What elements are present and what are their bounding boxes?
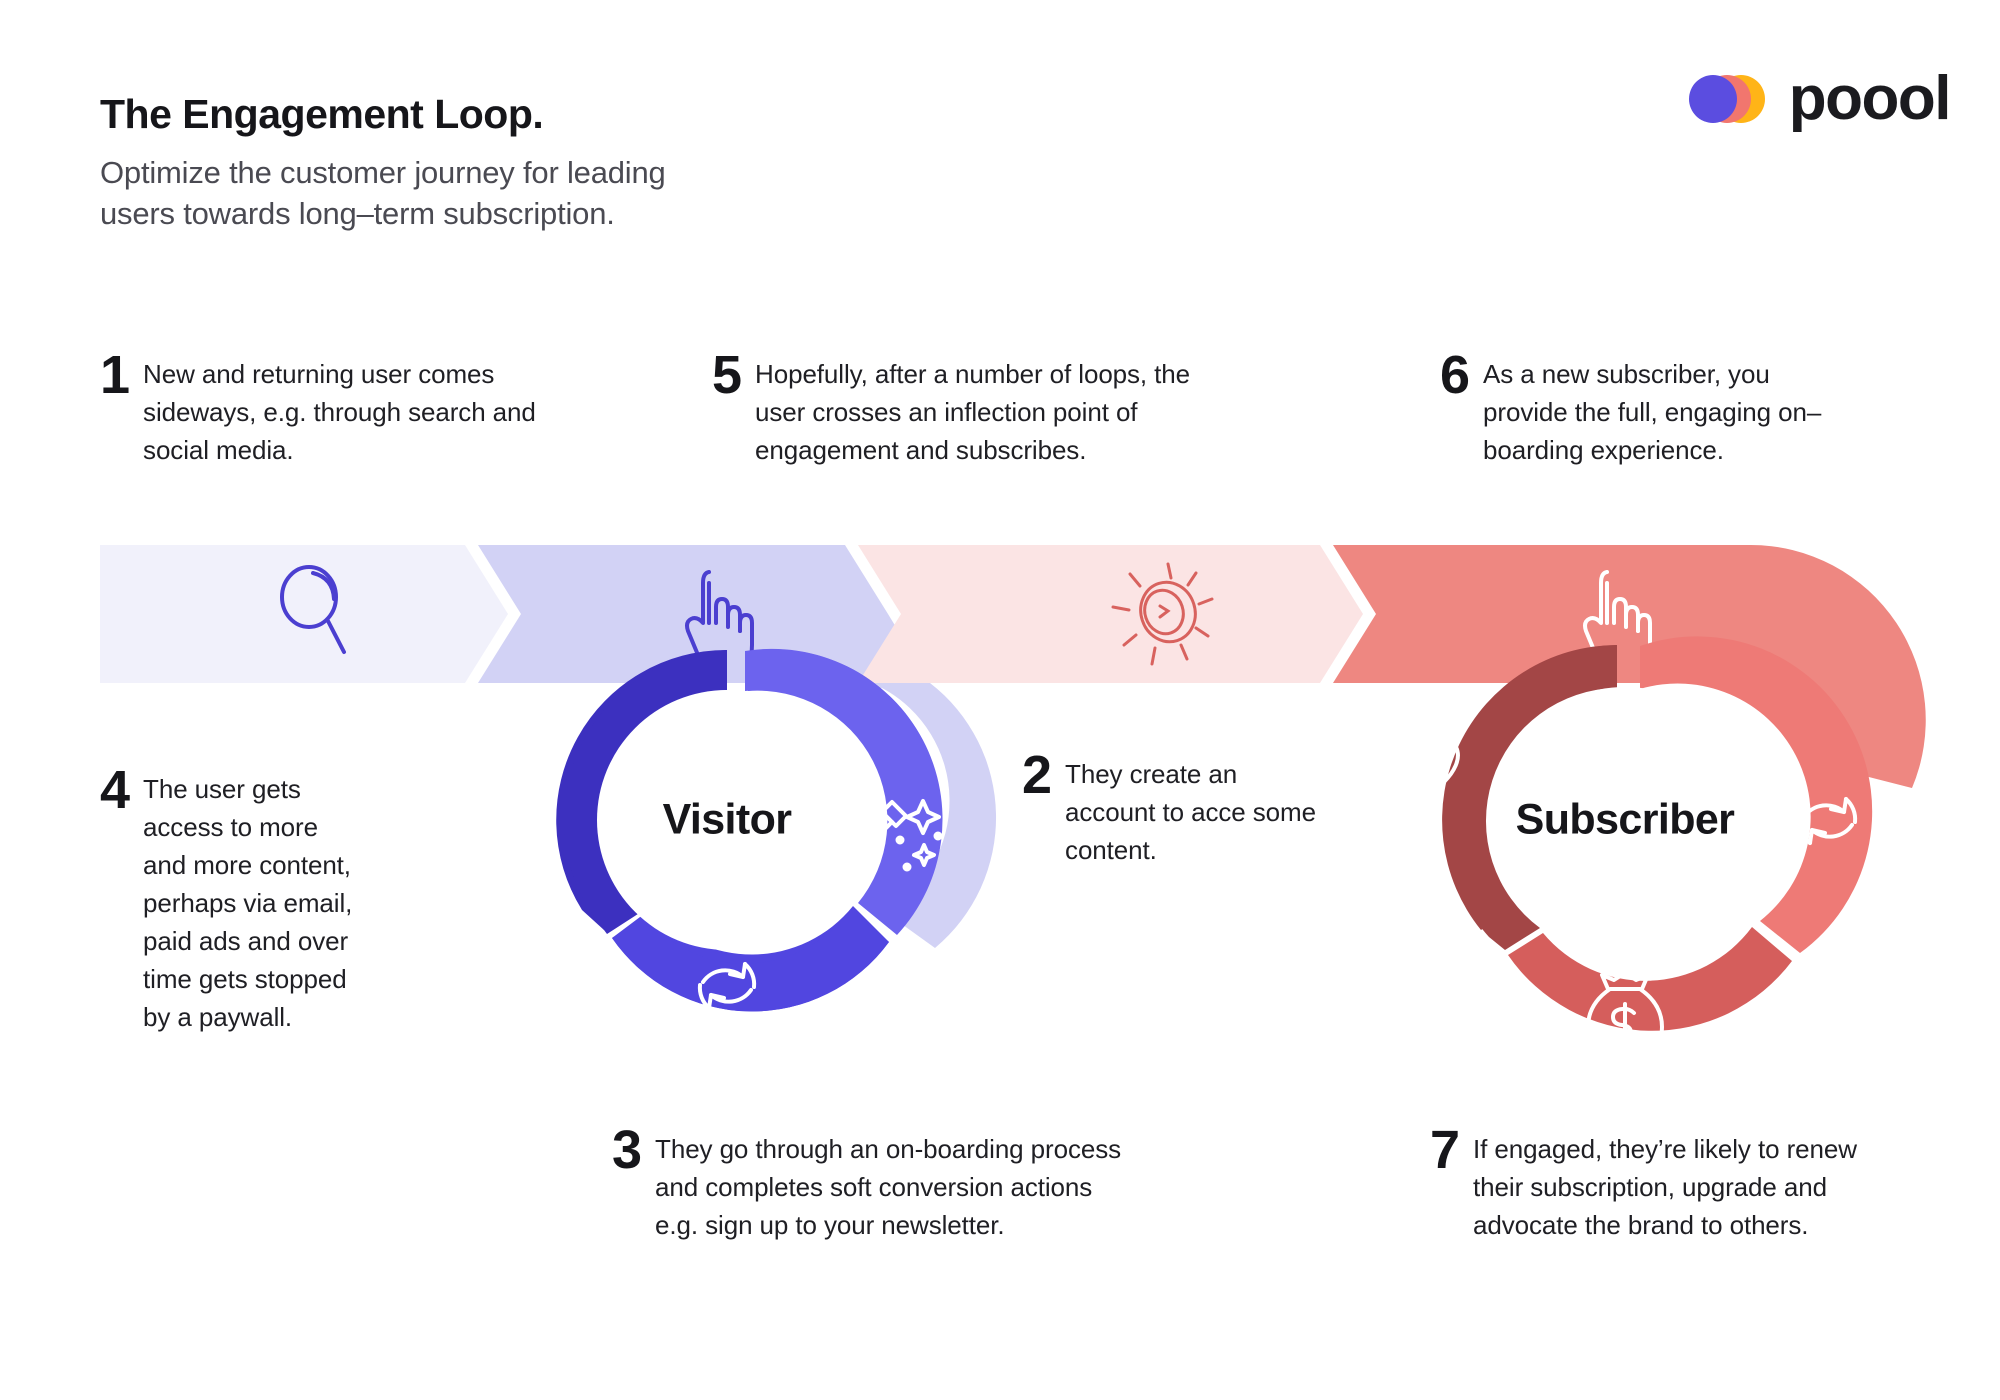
step-7: 7 If engaged, they’re likely to renew th… — [1430, 1120, 1860, 1245]
page-subtitle: Optimize the customer journey for leadin… — [100, 155, 666, 232]
step-1: 1 New and returning user comes sideways,… — [100, 345, 570, 470]
step-3: 3 They go through an on-boarding process… — [612, 1120, 1142, 1245]
shining-coin-icon — [1111, 562, 1214, 666]
step-5: 5 Hopefully, after a number of loops, th… — [712, 345, 1192, 470]
step-number: 1 — [100, 345, 130, 405]
visitor-loop: Visitor — [494, 648, 943, 1012]
band-segment-4 — [1333, 544, 1926, 788]
subscriber-label: Subscriber — [1516, 795, 1736, 843]
step-number: 3 — [612, 1120, 642, 1180]
band-segment-1 — [100, 545, 508, 683]
step-text: New and returning user comes sideways, e… — [143, 359, 536, 465]
step-text: The user gets access to more and more co… — [143, 774, 353, 1032]
step-4: 4 The user gets access to more and more … — [100, 760, 380, 1037]
money-bag-icon — [1586, 971, 1664, 1055]
magic-wand-icon — [847, 799, 943, 872]
step-2: 2 They create an account to acce some co… — [1022, 745, 1352, 870]
logo-dot-blue-icon — [1688, 75, 1737, 123]
magnifier-icon — [280, 565, 346, 654]
heart-icon — [1392, 735, 1460, 802]
step-text: As a new subscriber, you provide the ful… — [1483, 359, 1822, 465]
header: The Engagement Loop. Optimize the custom… — [100, 90, 1000, 235]
step-number: 6 — [1440, 345, 1470, 405]
step-text: They go through an on-boarding process a… — [655, 1134, 1121, 1240]
logo-mark — [1688, 75, 1767, 123]
step-number: 4 — [100, 760, 130, 820]
refresh-icon — [1798, 797, 1858, 845]
subscriber-loop: Subscriber — [1392, 636, 1873, 1055]
key-icon — [494, 725, 562, 799]
step-number: 5 — [712, 345, 742, 405]
logo-wordmark: poool — [1788, 64, 1952, 133]
step-text: If engaged, they’re likely to renew thei… — [1473, 1134, 1857, 1240]
visitor-label: Visitor — [663, 795, 793, 843]
band-segment-3 — [858, 545, 1363, 683]
refresh-icon — [697, 962, 757, 1010]
step-6: 6 As a new subscriber, you provide the f… — [1440, 345, 1840, 470]
page-title: The Engagement Loop. — [100, 91, 544, 137]
step-number: 2 — [1022, 745, 1052, 805]
step-number: 7 — [1430, 1120, 1460, 1180]
step-text: Hopefully, after a number of loops, the … — [755, 359, 1191, 465]
step-text: They create an account to acce some cont… — [1065, 759, 1316, 865]
poool-logo: poool — [1688, 64, 1952, 133]
